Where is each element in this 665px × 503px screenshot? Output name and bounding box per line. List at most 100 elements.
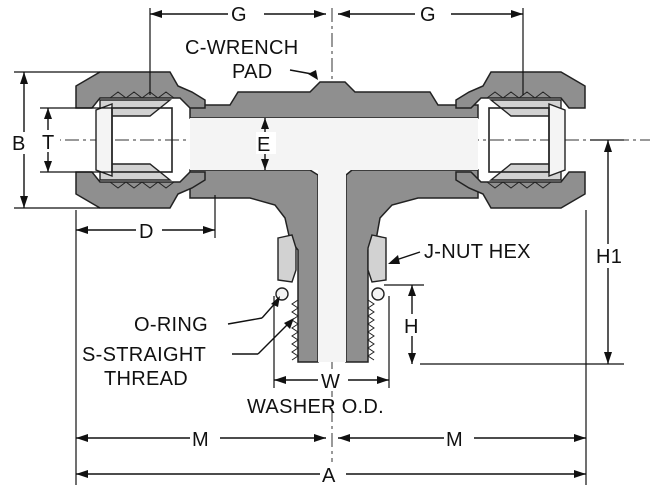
arrowhead — [574, 470, 586, 478]
j-nut-leader — [395, 251, 421, 261]
arrowhead — [20, 196, 28, 208]
c-wrench-label: C-WRENCH — [185, 37, 299, 59]
straight-thread-right — [367, 299, 375, 361]
o-ring-leader-1 — [227, 317, 263, 325]
arrowhead — [408, 285, 416, 296]
dimension-t: T — [40, 107, 112, 173]
arrowhead — [261, 118, 269, 129]
arrowhead — [604, 140, 612, 152]
dimension-a: A — [76, 462, 586, 487]
a-label-bg — [320, 462, 346, 486]
jnut-hex-left — [277, 234, 297, 283]
dimension-g: G G — [149, 2, 524, 95]
b-label: B — [12, 133, 26, 155]
arrowhead — [338, 10, 350, 18]
s-straight-label: S-STRAIGHT — [82, 344, 206, 366]
tee-branch-bore — [318, 170, 346, 362]
c-wrench-leader — [289, 69, 313, 75]
t-label: T — [42, 132, 55, 154]
t-label-bg — [40, 130, 60, 152]
d-label: D — [139, 221, 154, 243]
dimension-h1: H1 — [420, 139, 630, 365]
s-straight-thread-callout: S-STRAIGHT THREAD — [82, 318, 294, 390]
left-nut-thread-top — [109, 91, 175, 99]
g-right-label-bg — [415, 2, 451, 24]
h1-label-bg — [594, 244, 630, 268]
straight-thread-left — [291, 299, 299, 361]
dimension-m: M M — [75, 210, 587, 485]
o-ring-label: O-RING — [134, 314, 208, 336]
m-right-label: M — [446, 429, 463, 451]
j-nut-hex-label: J-NUT HEX — [424, 241, 531, 263]
arrowhead — [44, 108, 52, 119]
arrowhead — [44, 161, 52, 172]
arrowhead — [604, 352, 612, 364]
thread-label: THREAD — [104, 368, 188, 390]
tee-upper-wall — [189, 81, 479, 119]
tee-lower-left-wall — [189, 169, 319, 363]
oring-right — [371, 287, 385, 301]
g-right-label: G — [420, 4, 436, 26]
w-label: W — [321, 371, 340, 393]
right-nut-lower — [455, 171, 586, 209]
dimension-d: D — [76, 195, 216, 243]
e-label-bg — [256, 132, 276, 154]
e-label: E — [257, 134, 271, 156]
arrowhead — [261, 159, 269, 170]
m-left-label: M — [192, 429, 209, 451]
arrowhead — [408, 353, 416, 364]
jnut-hex-right — [367, 234, 387, 283]
m-right-label-bg — [444, 426, 474, 450]
right-nut-upper — [455, 71, 586, 109]
right-nut-thread-top — [486, 91, 552, 99]
arrowhead — [314, 434, 326, 442]
arrowhead — [203, 226, 215, 234]
arrowhead — [388, 255, 400, 264]
right-nut-assembly — [455, 71, 586, 209]
m-left-label-bg — [190, 426, 220, 450]
d-label-bg — [136, 218, 162, 242]
left-tube-end — [95, 102, 113, 178]
arrowhead — [274, 376, 286, 384]
arrowhead — [574, 434, 586, 442]
h-label-bg — [402, 314, 424, 336]
arrowhead — [76, 470, 88, 478]
o-ring-callout: O-RING — [134, 296, 280, 336]
branch-port — [275, 234, 387, 361]
left-nut-thread-bottom — [109, 181, 175, 189]
dimension-w: W — [273, 296, 390, 393]
right-tube-end — [548, 102, 566, 178]
dimension-b: B — [10, 71, 100, 209]
right-tube — [488, 107, 550, 173]
g-left-label-bg — [228, 2, 264, 24]
arrowhead — [150, 10, 162, 18]
w-label-bg — [318, 369, 348, 391]
arrowhead — [314, 10, 326, 18]
arrowhead — [284, 318, 294, 329]
h1-label: H1 — [596, 246, 622, 268]
arrowhead — [377, 376, 389, 384]
tee-body — [189, 81, 479, 363]
right-nut-thread-bottom — [486, 181, 552, 189]
j-nut-hex-callout: J-NUT HEX — [388, 241, 531, 264]
arrowhead — [271, 296, 280, 307]
washer-od-label: WASHER O.D. — [247, 396, 384, 418]
h-label: H — [404, 316, 419, 338]
arrowhead — [20, 72, 28, 84]
tee-run-bore — [190, 118, 478, 170]
c-wrench-pad-callout: C-WRENCH PAD — [185, 37, 318, 83]
left-tube — [111, 107, 173, 173]
arrowhead — [308, 70, 318, 80]
c-wrench-pad-label: PAD — [232, 61, 273, 83]
arrowhead — [511, 10, 523, 18]
arrowhead — [338, 434, 350, 442]
arrowhead — [76, 226, 88, 234]
dimension-h: H — [384, 284, 424, 364]
dimension-e: E — [256, 118, 276, 170]
arrowhead — [76, 434, 88, 442]
g-left-label: G — [231, 4, 247, 26]
b-label-bg — [10, 132, 34, 154]
a-label: A — [322, 465, 336, 487]
